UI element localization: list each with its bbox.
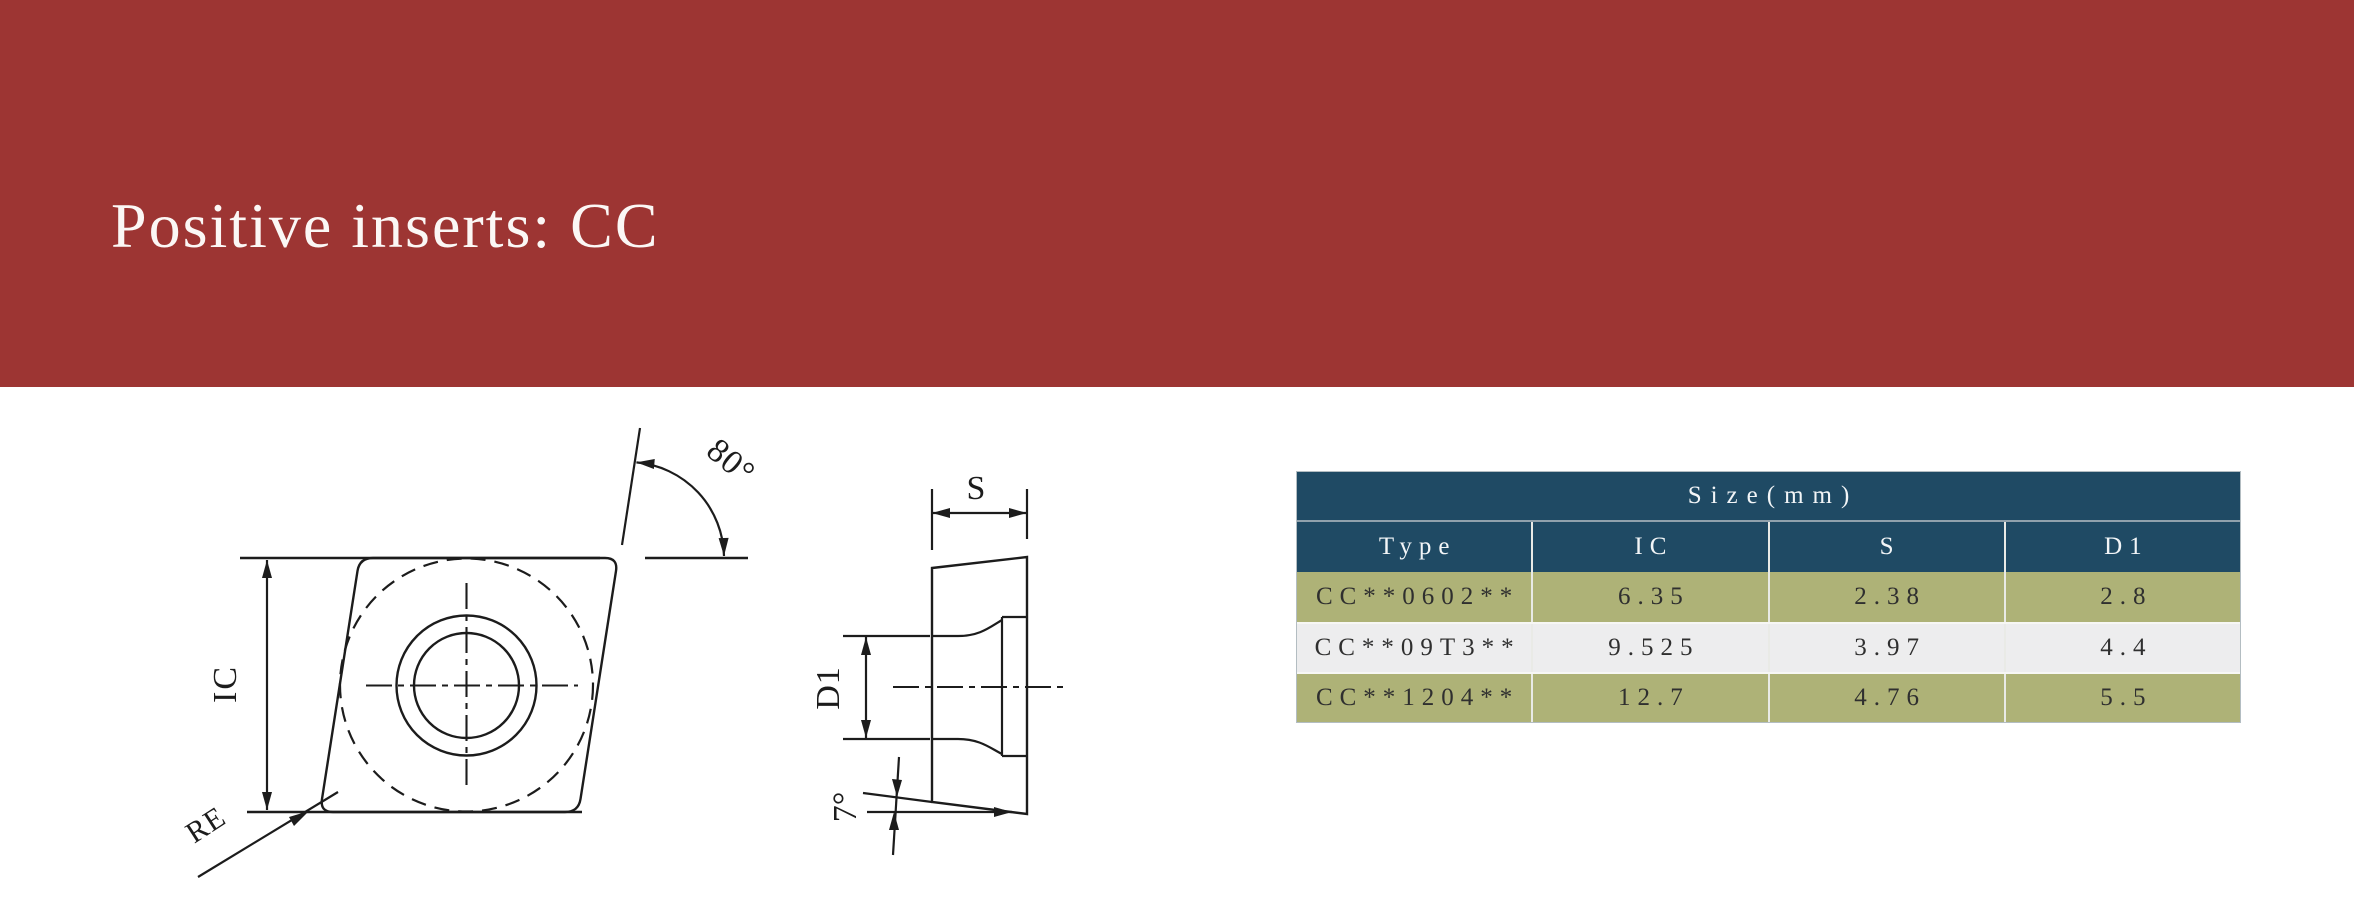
column-header-d1: D1 [2003,522,2240,572]
cell-type: CC**09T3** [1314,634,1521,661]
ic-label: IC [207,665,244,703]
corner-angle-label: 80° [699,432,762,493]
re-label: RE [180,800,232,850]
countersink-top [932,619,1003,638]
table-row: CC**1204** 12.7 4.76 5.5 [1297,672,2240,722]
header-banner [0,0,2354,387]
page-title: Positive inserts: CC [111,190,660,261]
table-header-row: Type IC S D1 [1297,522,2240,572]
table-title: Size(mm) [1297,472,2240,522]
cell-d1: 4.4 [2003,624,2240,672]
front-view-drawing: IC RE 80° [180,427,762,878]
table-row: CC**0602** 6.35 2.38 2.8 [1297,572,2240,622]
countersink-bottom [932,737,1003,755]
clearance-angle-label: 7° [827,792,864,823]
table-row: CC**09T3** 9.525 3.97 4.4 [1297,622,2240,672]
re-arrowhead [289,811,309,826]
cell-ic: 6.35 [1531,572,1767,622]
cell-type: CC**0602** [1315,583,1520,610]
cell-s: 4.76 [1767,674,2004,722]
cell-ic: 12.7 [1531,674,1767,722]
angle-extension-line [620,427,642,546]
cell-s: 3.97 [1767,624,2004,672]
clearance-angle-line [891,756,901,856]
cell-type: CC**1204** [1315,684,1520,711]
side-view-drawing: S D1 7° [810,470,1065,856]
insert-outline [320,556,618,814]
cell-d1: 5.5 [2003,674,2240,722]
column-header-type: Type [1378,533,1457,560]
cell-ic: 9.525 [1531,624,1767,672]
s-label: S [967,470,986,507]
size-table: Size(mm) Type IC S D1 CC**0602** 6.35 2.… [1296,471,2241,723]
side-body-outline [930,555,1029,816]
column-header-s: S [1767,522,2004,572]
column-header-ic: IC [1531,522,1767,572]
re-leader-line [197,791,339,878]
angle-arc [636,459,729,557]
cell-d1: 2.8 [2003,572,2240,622]
d1-label: D1 [810,666,847,710]
cell-s: 2.38 [1767,572,2004,622]
inscribed-circle [338,557,595,813]
